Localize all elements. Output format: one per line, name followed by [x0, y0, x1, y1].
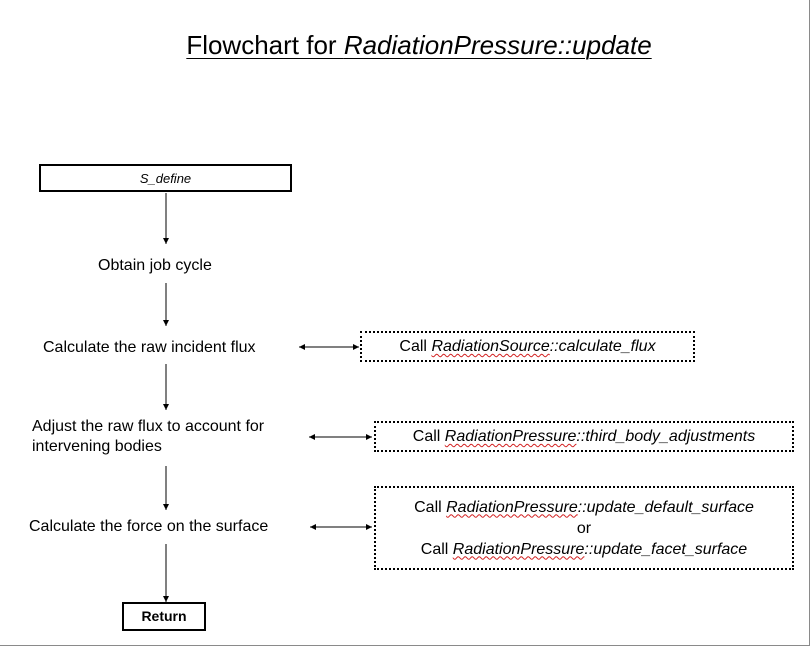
call-third-body-text: Call RadiationPressure::third_body_adjus… [413, 426, 755, 447]
call-flux-method: ::calculate_flux [549, 338, 656, 355]
start-node-label: S_define [139, 170, 192, 186]
call-third-body-box: Call RadiationPressure::third_body_adjus… [374, 421, 794, 452]
call-surface-box: Call RadiationPressure::update_default_s… [374, 486, 794, 570]
call-facet-surface-line: Call RadiationPressure::update_facet_sur… [421, 539, 747, 560]
raw-flux-step: Calculate the raw incident flux [43, 339, 256, 356]
call-flux-class: RadiationSource [431, 338, 550, 355]
flowchart-title: Flowchart for RadiationPressure::update [0, 30, 810, 61]
adjust-flux-step: Adjust the raw flux to account for inter… [32, 417, 264, 457]
call-facet-surface-word: Call [420, 540, 453, 558]
call-third-body-method: ::third_body_adjustments [576, 428, 756, 445]
call-third-body-class: RadiationPressure [444, 428, 577, 445]
call-default-surface-method: ::update_default_surface [577, 498, 754, 516]
call-facet-surface-method: ::update_facet_surface [584, 540, 748, 558]
call-facet-surface-class: RadiationPressure [452, 540, 585, 558]
adjust-flux-line-2: intervening bodies [32, 438, 162, 455]
title-prefix: Flowchart for [186, 30, 344, 60]
call-flux-text: Call RadiationSource::calculate_flux [399, 336, 655, 357]
call-flux-box: Call RadiationSource::calculate_flux [360, 331, 695, 362]
call-default-surface-class: RadiationPressure [446, 498, 578, 516]
start-node: S_define [39, 164, 292, 192]
return-node-label: Return [141, 608, 187, 624]
call-default-surface-word: Call [414, 498, 447, 516]
call-surface-or: or [576, 519, 592, 537]
return-node: Return [122, 602, 206, 631]
title-subject: RadiationPressure::update [343, 30, 652, 60]
call-flux-word: Call [399, 338, 432, 355]
call-default-surface-line: Call RadiationPressure::update_default_s… [414, 497, 754, 518]
adjust-flux-line-1: Adjust the raw flux to account for [32, 418, 265, 435]
force-step: Calculate the force on the surface [29, 518, 269, 535]
call-third-body-word: Call [412, 428, 445, 445]
job-cycle-step: Obtain job cycle [98, 257, 212, 274]
